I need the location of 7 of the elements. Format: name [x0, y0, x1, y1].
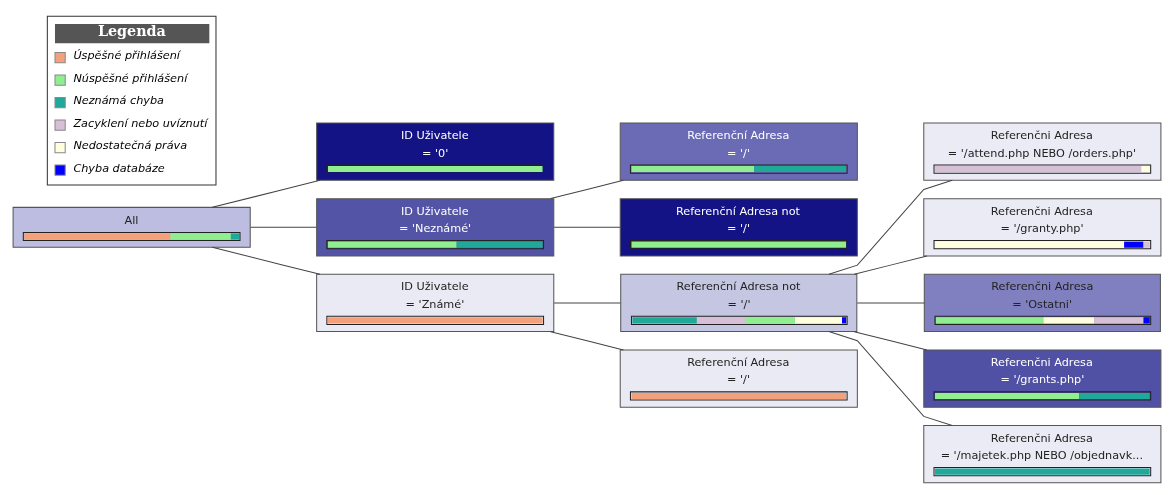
legend-label: Neznámá chyba [72, 94, 164, 108]
legend-label: Úspěšné přihlášení [72, 49, 180, 63]
legend-label: Chyba databáze [72, 161, 165, 175]
legend-label: Nedostatečná práva [72, 139, 187, 153]
legend-label: Núspěšné přihlášení [72, 71, 187, 85]
label: Legenda [97, 23, 166, 40]
legend-label: Zacyklení nebo uvíznutí [72, 116, 207, 130]
